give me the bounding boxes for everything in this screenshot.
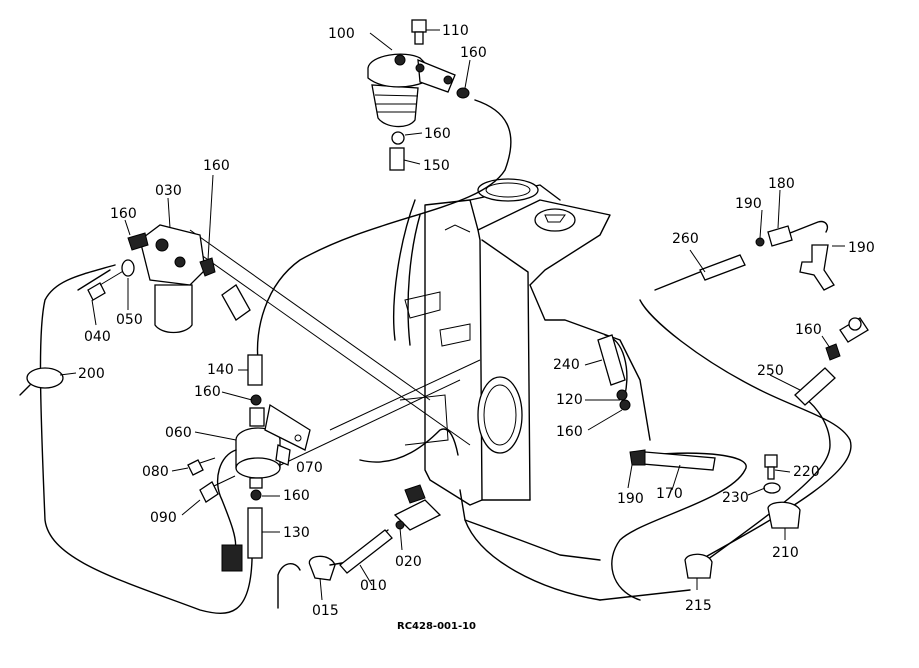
callout-160-pump-top: 160 xyxy=(194,384,221,400)
callout-190-top: 190 xyxy=(735,196,762,212)
callout-160-mid: 160 xyxy=(424,126,451,142)
callout-160-pump-bottom: 160 xyxy=(283,488,310,504)
part-160-right-clip xyxy=(825,317,869,361)
callout-090: 090 xyxy=(150,510,177,526)
callout-100: 100 xyxy=(328,26,355,42)
part-040-bolt xyxy=(87,269,126,301)
callout-215: 215 xyxy=(685,598,712,614)
callout-200: 200 xyxy=(78,366,105,382)
part-080-bolt xyxy=(187,457,216,476)
part-215-clamp xyxy=(684,553,713,579)
part-240-hose xyxy=(597,334,626,386)
callout-010: 010 xyxy=(360,578,387,594)
callout-150: 150 xyxy=(423,158,450,174)
callout-160-right: 160 xyxy=(795,322,822,338)
callout-240: 240 xyxy=(553,357,580,373)
fuel-lines xyxy=(39,99,852,614)
callout-190-right: 190 xyxy=(848,240,875,256)
part-060-fuel-pump xyxy=(235,394,281,501)
part-050-washer xyxy=(121,259,135,277)
callout-220: 220 xyxy=(793,464,820,480)
part-210-clamp xyxy=(767,501,801,529)
part-180-pipe xyxy=(755,225,793,247)
part-110-bolt xyxy=(411,19,427,45)
part-230-washer xyxy=(763,482,781,494)
part-030-fuel-filter xyxy=(127,224,216,334)
callout-190-bottom: 190 xyxy=(617,491,644,507)
callout-170: 170 xyxy=(656,486,683,502)
callout-250: 250 xyxy=(757,363,784,379)
callout-040: 040 xyxy=(84,329,111,345)
pump-wiring xyxy=(216,449,243,572)
callout-230: 230 xyxy=(722,490,749,506)
callout-080: 080 xyxy=(142,464,169,480)
part-220-bolt xyxy=(764,454,778,480)
callout-labels: 100 110 160 160 150 030 160 160 040 050 … xyxy=(78,23,875,619)
callout-160-tank: 160 xyxy=(556,424,583,440)
callout-260: 260 xyxy=(672,231,699,247)
callout-210: 210 xyxy=(772,545,799,561)
callout-110: 110 xyxy=(442,23,469,39)
part-tee-joint xyxy=(799,244,835,291)
callout-160-filter-left: 160 xyxy=(110,206,137,222)
callout-050: 050 xyxy=(116,312,143,328)
part-140-hose xyxy=(221,284,263,386)
part-170-hose xyxy=(629,449,716,471)
callout-030: 030 xyxy=(155,183,182,199)
part-070-bracket xyxy=(264,403,311,466)
callout-160-filter-right: 160 xyxy=(203,158,230,174)
drawing-code: RC428-001-10 xyxy=(397,621,476,632)
part-200-clamp xyxy=(19,367,64,396)
part-130-hose xyxy=(247,507,263,559)
part-090-bolt xyxy=(199,475,236,503)
callout-140: 140 xyxy=(207,362,234,378)
part-020-fuel-cock xyxy=(393,484,442,531)
part-010-hose xyxy=(339,529,393,574)
callout-120: 120 xyxy=(556,392,583,408)
callout-070: 070 xyxy=(296,460,323,476)
callout-180: 180 xyxy=(768,176,795,192)
part-120-clip xyxy=(616,389,631,411)
callout-130: 130 xyxy=(283,525,310,541)
callout-015: 015 xyxy=(312,603,339,619)
part-160-clip-top xyxy=(456,87,470,99)
part-260-hose xyxy=(699,254,746,281)
callout-020: 020 xyxy=(395,554,422,570)
callout-060: 060 xyxy=(165,425,192,441)
part-100-fuel-filter xyxy=(367,53,456,171)
part-250-hose xyxy=(794,367,836,406)
callout-160-top: 160 xyxy=(460,45,487,61)
leader-lines xyxy=(59,29,845,601)
